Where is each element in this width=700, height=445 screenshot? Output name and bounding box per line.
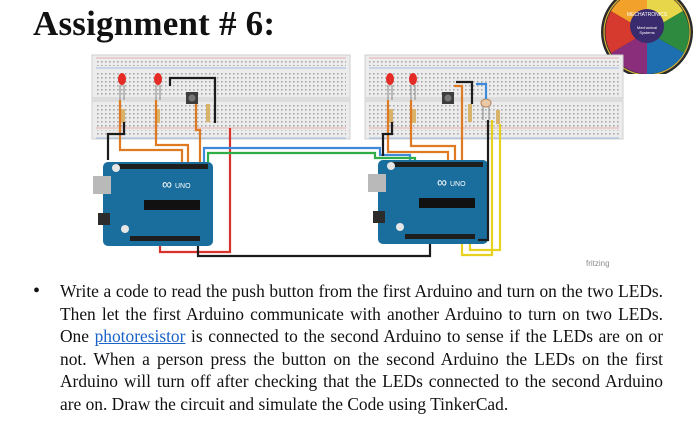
right-resistors [389,109,416,123]
description-text-after-link: is connected to the second Arduino to se… [60,326,663,414]
logo-segment-red [605,11,647,53]
description-text-before-link: Write a code to read the push button fro… [60,281,663,346]
right-leds [386,73,417,100]
interboard-wires [196,146,432,258]
logo-segment-blue [647,32,684,74]
left-leds [118,73,162,100]
mechatronics-logo: MECHATRONICS Mechanical Systems [601,0,693,74]
logo-segment-green [647,11,690,53]
photoresistor-link[interactable]: photoresistor [94,326,186,346]
assignment-description: Write a code to read the push button fro… [60,280,663,415]
circuit-diagram: ∞ UNO ∞ UNO [91,54,624,258]
right-arduino-uno: ∞ UNO [368,160,488,244]
logo-center-text: MECHATRONICS [627,12,668,18]
logo-segment-text-2: Systems [639,30,654,35]
left-button-resistor [206,104,210,122]
right-wires [381,80,502,257]
right-arduino-label: UNO [450,181,466,188]
left-breadboard [91,54,351,140]
left-wires [106,76,232,254]
left-push-button [186,92,198,104]
left-arduino-uno: ∞ UNO [93,162,213,246]
assignment-title: Assignment # 6: [33,4,276,43]
right-sensor-resistors [468,104,500,124]
fritzing-watermark: fritzing [586,259,610,268]
bullet-marker: • [33,280,41,302]
left-resistors [121,109,160,123]
svg-text:∞: ∞ [162,176,172,192]
svg-text:∞: ∞ [437,174,447,190]
logo-segment-text-1: Mechanical [637,25,657,30]
right-breadboard [364,54,624,140]
right-push-button [442,92,454,104]
left-arduino-label: UNO [175,183,191,190]
